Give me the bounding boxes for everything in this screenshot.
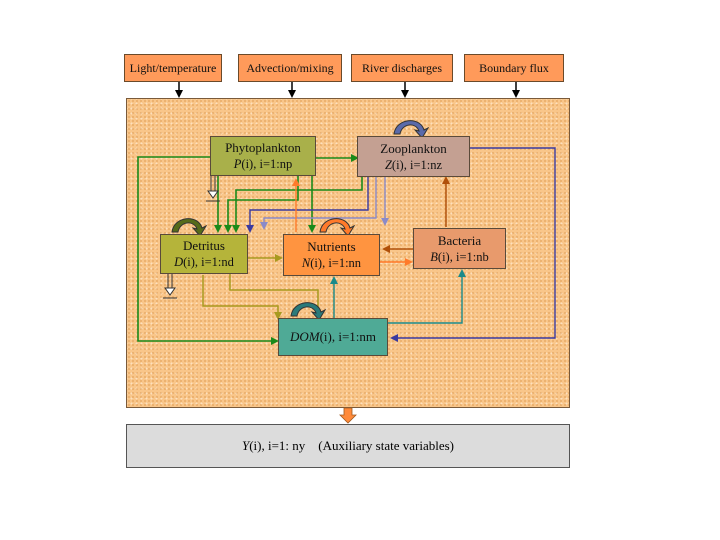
detritus-box: Detritus D(i), i=1:nd xyxy=(160,234,248,274)
forcing-label: Boundary flux xyxy=(479,60,549,75)
self-loop-icons xyxy=(171,120,430,321)
zooplankton-box: Zooplankton Z(i), i=1:nz xyxy=(357,136,470,177)
forcing-label: Advection/mixing xyxy=(246,60,334,75)
dom-index: DOM(i), i=1:nm xyxy=(289,329,377,344)
nutrients-index: N(i), i=1:nn xyxy=(301,256,362,270)
phytoplankton-box: Phytoplankton P(i), i=1:np xyxy=(210,136,316,176)
forcing-light-temperature: Light/temperature xyxy=(124,54,222,82)
auxiliary-label: Y(i), i=1: ny (Auxiliary state variables… xyxy=(241,438,455,453)
detritus-index: D(i), i=1:nd xyxy=(174,255,234,269)
bacteria-name: Bacteria xyxy=(437,232,482,248)
forcing-label: River discharges xyxy=(361,60,443,75)
phytoplankton-name: Phytoplankton xyxy=(225,140,301,155)
bacteria-index: B(i), i=1:nb xyxy=(430,249,489,264)
detritus-name: Detritus xyxy=(183,238,225,253)
dom-box: DOM(i), i=1:nm xyxy=(278,318,388,356)
forcing-boundary-flux: Boundary flux xyxy=(464,54,564,82)
phytoplankton-index: P(i), i=1:np xyxy=(233,157,293,171)
forcing-advection-mixing: Advection/mixing xyxy=(238,54,342,82)
bacteria-box: Bacteria B(i), i=1:nb xyxy=(413,228,506,269)
forcing-river-discharges: River discharges xyxy=(351,54,453,82)
zooplankton-name: Zooplankton xyxy=(380,140,447,156)
auxiliary-variables-box: Y(i), i=1: ny (Auxiliary state variables… xyxy=(126,424,570,468)
nutrients-box: Nutrients N(i), i=1:nn xyxy=(283,234,380,276)
zooplankton-index: Z(i), i=1:nz xyxy=(384,157,443,172)
forcing-label: Light/temperature xyxy=(129,60,217,75)
nutrients-name: Nutrients xyxy=(307,239,356,254)
